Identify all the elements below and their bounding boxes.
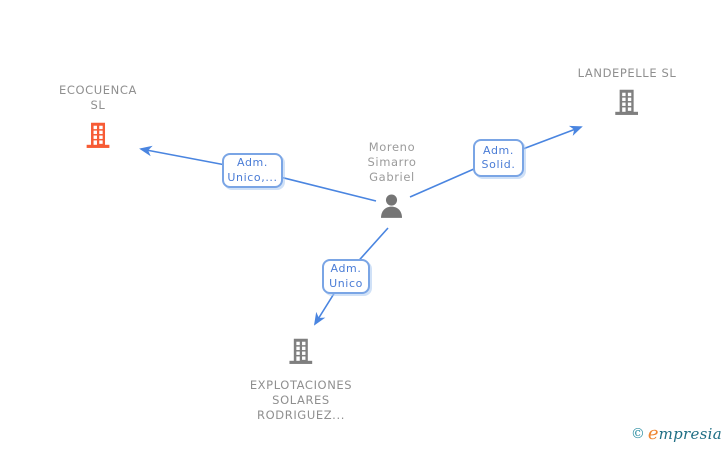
person-name-line: Moreno <box>368 140 416 154</box>
company-name-line: SOLARES <box>272 393 330 407</box>
edge-label-line: Adm. <box>330 262 362 275</box>
brand-initial: e <box>647 423 659 444</box>
edge-label-adm-unico-ellipsis[interactable]: Adm. Unico,... <box>222 153 283 188</box>
company-name-ecocuenca: ECOCUENCA SL <box>59 83 137 113</box>
company-name-line: SL <box>90 98 106 112</box>
building-icon <box>287 336 315 370</box>
edge-label-line: Adm. <box>237 156 268 169</box>
brand-name: mpresia <box>658 425 722 443</box>
company-node-ecocuenca[interactable]: ECOCUENCA SL <box>59 83 137 154</box>
company-node-landepelle[interactable]: LANDEPELLE SL <box>578 66 677 121</box>
company-name-landepelle: LANDEPELLE SL <box>577 66 677 80</box>
edge-label-line: Unico,... <box>227 170 278 184</box>
person-name-line: Simarro <box>367 155 417 169</box>
person-name-line: Gabriel <box>369 170 415 184</box>
empresia-logo[interactable]: ©empresia <box>631 423 722 444</box>
company-name-line: EXPLOTACIONES <box>249 378 353 392</box>
edge-label-line: Unico <box>329 276 363 290</box>
company-name-line: ECOCUENCA <box>59 83 137 97</box>
building-icon <box>613 87 641 121</box>
person-node-moreno-simarro-gabriel[interactable]: Moreno Simarro Gabriel <box>368 140 417 226</box>
company-name-line: RODRIGUEZ... <box>257 408 345 422</box>
edge-label-adm-unico[interactable]: Adm. Unico <box>322 259 370 294</box>
person-icon <box>377 192 407 226</box>
company-node-explotaciones[interactable]: EXPLOTACIONES SOLARES RODRIGUEZ... <box>250 336 352 423</box>
company-name-explotaciones: EXPLOTACIONES SOLARES RODRIGUEZ... <box>250 378 352 423</box>
building-icon-orange <box>84 120 112 154</box>
edge-label-line: Adm. <box>483 143 514 157</box>
edge-label-adm-solid[interactable]: Adm. Solid. <box>473 139 524 177</box>
person-name: Moreno Simarro Gabriel <box>368 140 417 185</box>
edge-label-line: Solid. <box>481 158 516 171</box>
copyright-icon: © <box>630 426 645 442</box>
